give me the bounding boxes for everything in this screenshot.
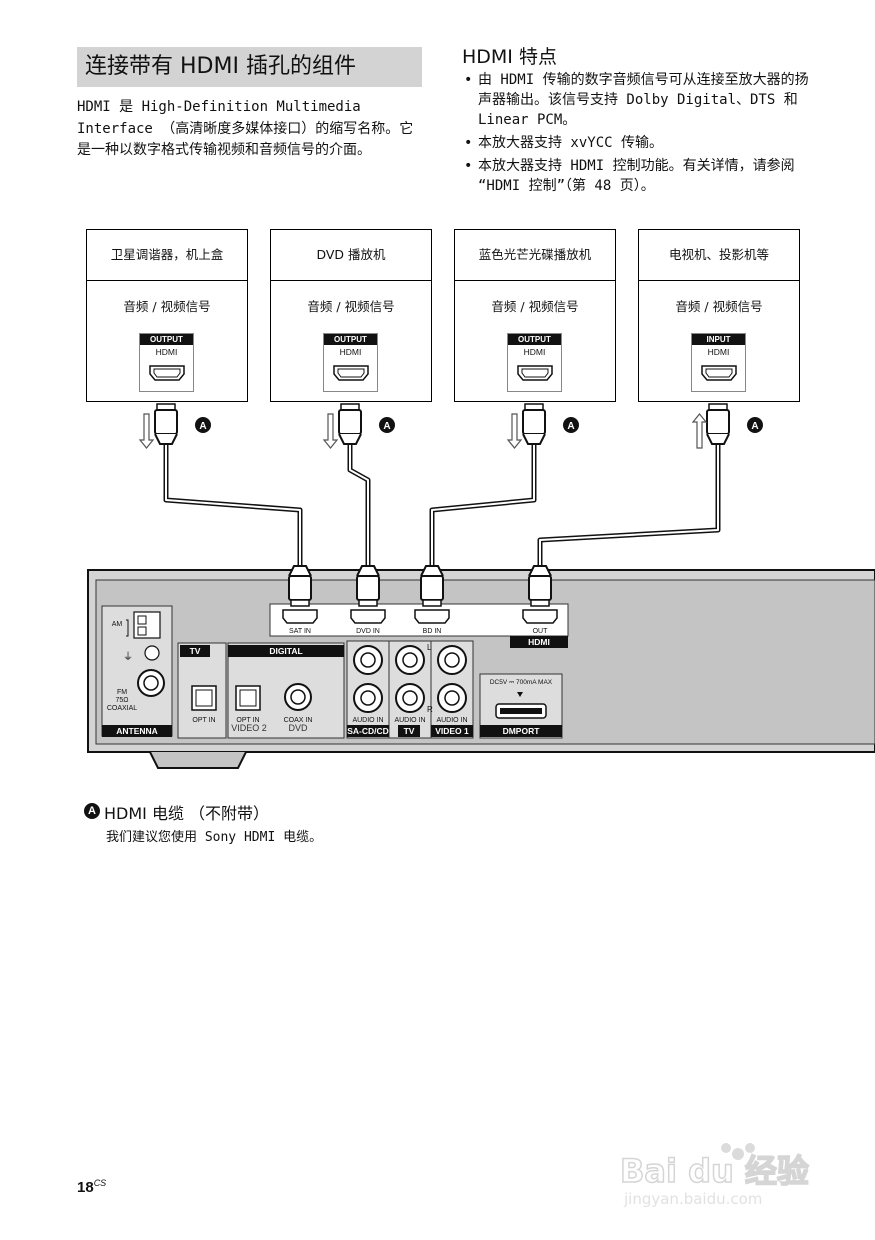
device-signal: 音频 / 视频信号 bbox=[675, 299, 763, 314]
device-dvd-player: DVD 播放机 音频 / 视频信号 OUTPUT HDMI bbox=[270, 229, 432, 402]
device-name: DVD 播放机 bbox=[271, 230, 431, 281]
cable-marker-label: A bbox=[383, 421, 390, 432]
port-type: HDMI bbox=[523, 347, 546, 357]
cable-marker-label: A bbox=[751, 421, 758, 432]
port-type: HDMI bbox=[339, 347, 362, 357]
device-bluray-player: 蓝色光芒光碟播放机 音频 / 视频信号 OUTPUT HDMI bbox=[454, 229, 616, 402]
digital-label: DIGITAL bbox=[269, 646, 302, 656]
hdmi-socket-icon bbox=[333, 365, 369, 381]
video2-label: VIDEO 2 bbox=[231, 723, 267, 733]
watermark-url: jingyan.baidu.com bbox=[623, 1190, 762, 1208]
fm-label: FM bbox=[117, 689, 127, 696]
cable-marker bbox=[195, 417, 763, 433]
page-number-value: 18 bbox=[77, 1179, 94, 1196]
hdmi-port-box: OUTPUT HDMI bbox=[139, 333, 194, 392]
am-label: AM bbox=[112, 621, 123, 628]
audio-in-label: AUDIO IN bbox=[436, 717, 467, 724]
cable-marker-label: A bbox=[567, 421, 574, 432]
hdmi-socket-icon bbox=[517, 365, 553, 381]
hdmi-socket-icon bbox=[149, 365, 185, 381]
baidu-watermark-logo: Bai du 经验 jingyan.baidu.com bbox=[620, 1143, 810, 1208]
antenna-label: ANTENNA bbox=[116, 726, 158, 736]
device-name: 电视机、投影机等 bbox=[639, 230, 799, 281]
coax-in-label: COAX IN bbox=[284, 717, 313, 724]
intro-paragraph: HDMI 是 High-Definition Multimedia Interf… bbox=[77, 99, 414, 158]
feature-item: 由 HDMI 传输的数字音频信号可从连接至放大器的扬声器输出。该信号支持 Dol… bbox=[462, 70, 817, 130]
legend-cable-description: 我们建议您使用 Sony HDMI 电缆。 bbox=[106, 830, 323, 845]
port-type: HDMI bbox=[155, 347, 178, 357]
feature-item: 本放大器支持 HDMI 控制功能。有关详情，请参阅 “HDMI 控制”（第 48… bbox=[462, 156, 817, 196]
svg-text:COAXIAL: COAXIAL bbox=[107, 705, 137, 712]
hdmi-port-label: SAT IN bbox=[289, 628, 311, 635]
hdmi-port-label: OUT bbox=[533, 628, 549, 635]
svg-text:75Ω: 75Ω bbox=[115, 697, 128, 704]
audio-in-label: AUDIO IN bbox=[394, 717, 425, 724]
opt-in-label: OPT IN bbox=[192, 717, 215, 724]
dvd-label: DVD bbox=[288, 723, 308, 733]
device-signal: 音频 / 视频信号 bbox=[123, 299, 211, 314]
audio-in-label: AUDIO IN bbox=[352, 717, 383, 724]
hdmi-port-box: OUTPUT HDMI bbox=[323, 333, 378, 392]
hdmi-port-box: INPUT HDMI bbox=[691, 333, 746, 392]
sacd-label: SA-CD/CD bbox=[347, 726, 389, 736]
features-title: HDMI 特点 bbox=[462, 46, 557, 68]
port-tag: OUTPUT bbox=[324, 334, 377, 345]
watermark-brand: Bai du 经验 bbox=[620, 1152, 809, 1190]
tv-label: TV bbox=[190, 646, 201, 656]
page-number-suffix: CS bbox=[93, 1178, 107, 1188]
left-channel-label: L bbox=[427, 643, 432, 652]
hdmi-port-label: DVD IN bbox=[356, 628, 380, 635]
section-title: 连接带有 HDMI 插孔的组件 bbox=[77, 47, 422, 87]
device-satellite-tuner: 卫星调谐器，机上盒 音频 / 视频信号 OUTPUT HDMI bbox=[86, 229, 248, 402]
device-tv-projector: 电视机、投影机等 音频 / 视频信号 INPUT HDMI bbox=[638, 229, 800, 402]
dc-label: DC5V ⎓ 700mA MAX bbox=[490, 679, 553, 686]
port-tag: OUTPUT bbox=[140, 334, 193, 345]
tv-audio-label: TV bbox=[404, 726, 415, 736]
device-signal: 音频 / 视频信号 bbox=[307, 299, 395, 314]
video1-label: VIDEO 1 bbox=[435, 726, 469, 736]
port-type: HDMI bbox=[707, 347, 730, 357]
features-list: 由 HDMI 传输的数字音频信号可从连接至放大器的扬声器输出。该信号支持 Dol… bbox=[462, 70, 817, 199]
hdmi-section-label: HDMI bbox=[528, 637, 550, 647]
port-tag: INPUT bbox=[692, 334, 745, 345]
device-signal: 音频 / 视频信号 bbox=[491, 299, 579, 314]
hdmi-socket-icon bbox=[701, 365, 737, 381]
port-tag: OUTPUT bbox=[508, 334, 561, 345]
page-number: 18CS bbox=[77, 1178, 106, 1196]
feature-item: 本放大器支持 xvYCC 传输。 bbox=[462, 133, 817, 153]
legend-cable-title: HDMI 电缆 （不附带） bbox=[104, 804, 270, 823]
device-name: 蓝色光芒光碟播放机 bbox=[455, 230, 615, 281]
hdmi-port-box: OUTPUT HDMI bbox=[507, 333, 562, 392]
receiver-rear-panel bbox=[87, 569, 875, 769]
cable-marker-label: A bbox=[199, 421, 206, 432]
legend-marker-badge: A bbox=[84, 803, 100, 819]
device-name: 卫星调谐器，机上盒 bbox=[87, 230, 247, 281]
opt-in-label: OPT IN bbox=[236, 717, 259, 724]
svg-text:⏚: ⏚ bbox=[123, 651, 133, 663]
hdmi-port-label: BD IN bbox=[423, 628, 442, 635]
right-channel-label: R bbox=[427, 705, 433, 714]
dmport-label: DMPORT bbox=[503, 726, 541, 736]
